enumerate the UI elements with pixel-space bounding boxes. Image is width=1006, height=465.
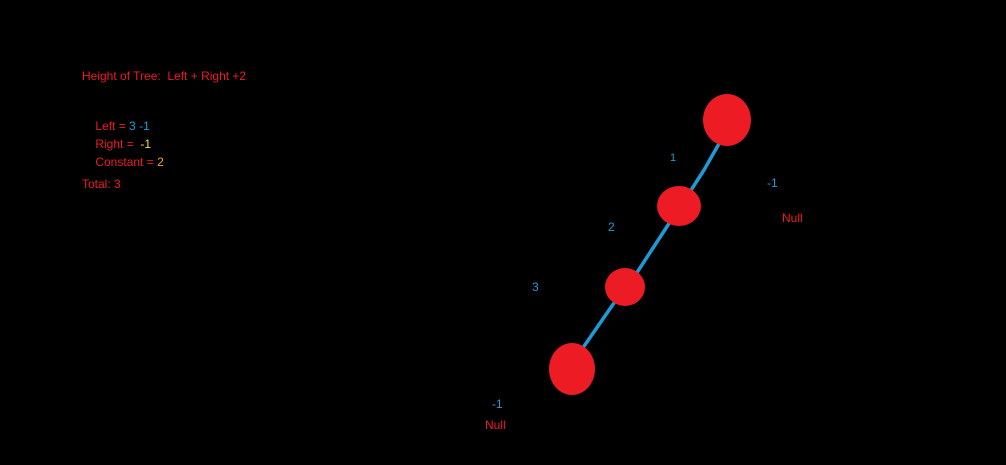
formula-title: Height of Tree: Left + Right +2 [82,69,247,83]
formula-left-line: Left = 3 -1 [82,105,150,147]
edge-node3-to-node4 [578,301,616,354]
edge-node2-to-node3 [634,220,672,276]
right-value: -1 [140,137,152,151]
null-right-label: Null [782,211,803,225]
constant-value: 2 [157,155,164,169]
null-left-value: -1 [492,397,503,411]
edge-root-to-node2 [684,140,722,200]
edge-label-1: 1 [670,152,677,164]
tree-node-leaf [549,343,595,395]
null-left-label: Null [485,418,506,432]
edge-label-3: 3 [532,280,539,294]
formula-constant-line: Constant = 2 [82,141,164,183]
tree-nodes [549,94,751,395]
right-label: Right = [95,137,138,151]
tree-node-root [703,94,751,146]
formula-total: Total: 3 [82,177,121,191]
left-adjust: -1 [139,119,150,133]
tree-node-level-3 [605,268,645,306]
constant-label: Constant = [95,155,158,169]
left-value: 3 [129,119,136,133]
tree-edges [578,140,722,354]
left-label: Left = [95,119,130,133]
edge-label-2: 2 [608,220,615,234]
null-right-value: -1 [767,176,778,190]
formula-right-line: Right = -1 [82,123,151,165]
tree-node-level-2 [657,186,701,226]
